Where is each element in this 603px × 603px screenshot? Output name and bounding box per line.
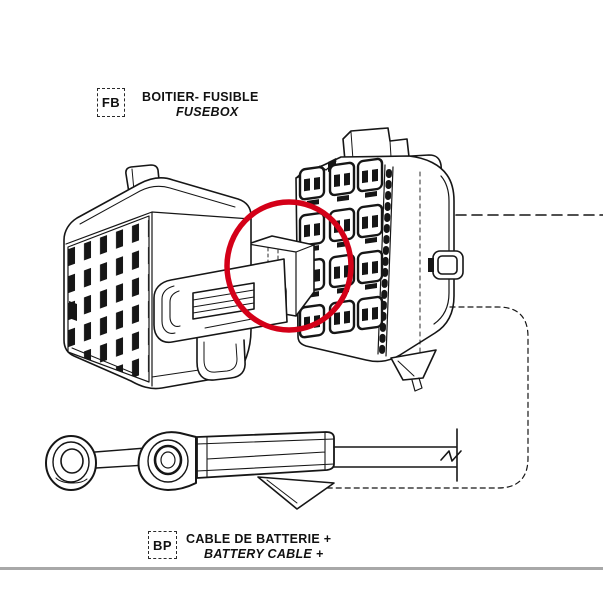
fusebox-body-drawing bbox=[295, 127, 464, 392]
battery-cable-label-fr: CABLE DE BATTERIE + bbox=[186, 532, 332, 546]
fb-code-badge[interactable]: FB bbox=[97, 88, 125, 117]
battery-cable-label-en: BATTERY CABLE + bbox=[204, 547, 324, 561]
cable-routing-dashed-line bbox=[324, 306, 529, 489]
fusebox-label-en: FUSEBOX bbox=[176, 105, 239, 119]
fusebox-foot bbox=[390, 349, 437, 381]
battery-cable-drawing bbox=[45, 428, 462, 510]
fusebox-connector-drawing bbox=[63, 164, 288, 390]
boot-flap bbox=[257, 476, 335, 510]
fusebox-cavity-grid bbox=[298, 157, 384, 339]
line-art bbox=[45, 127, 603, 510]
bp-code-badge[interactable]: BP bbox=[148, 531, 177, 559]
bp-code-label: BP bbox=[152, 537, 173, 553]
page-divider-rule bbox=[0, 567, 603, 570]
cable-break-symbol bbox=[440, 450, 462, 462]
highlight-circle[interactable] bbox=[224, 199, 354, 333]
connector-terminal-grid bbox=[67, 215, 150, 383]
cable-lines bbox=[333, 446, 457, 468]
fb-code-label: FB bbox=[101, 95, 121, 110]
fusebox-label-fr: BOITIER- FUSIBLE bbox=[142, 90, 259, 104]
fusebox-top-tab bbox=[342, 127, 410, 162]
